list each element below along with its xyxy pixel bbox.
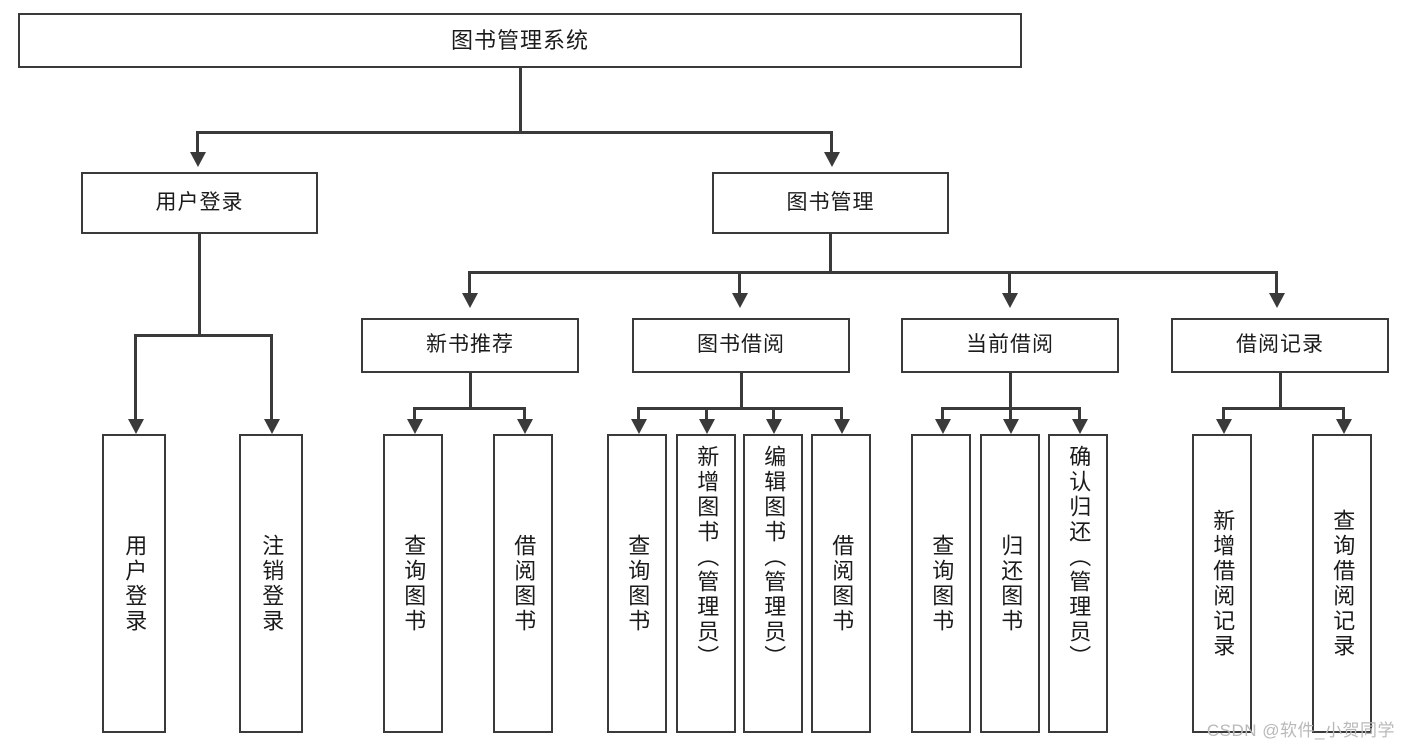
node-label: 查询图书: [929, 533, 955, 634]
leaf-book-borrow-add-book[interactable]: 新增图书（管理员）: [676, 434, 736, 733]
leaf-current-borrow-return-book[interactable]: 归还图书: [980, 434, 1040, 733]
node-label: 编辑图书（管理员）: [761, 445, 787, 670]
arrow-book-borrow-leaf-4: [834, 419, 850, 434]
leaf-borrow-record-query-record[interactable]: 查询借阅记录: [1312, 434, 1372, 733]
connector-book-manage-child-1: [468, 271, 471, 294]
connector-book-manage-child-4: [1275, 271, 1278, 294]
connector-book-borrow-stem: [740, 373, 743, 408]
connector-new-book-leaf-2: [523, 407, 526, 421]
leaf-current-borrow-query-book[interactable]: 查询图书: [911, 434, 971, 733]
arrow-root-to-user-login: [190, 152, 206, 167]
connector-book-manage-child-2: [738, 271, 741, 294]
arrow-new-book-leaf-1: [407, 419, 423, 434]
arrow-user-login-leaf-2: [264, 419, 280, 434]
connector-new-book-leaf-1: [413, 407, 416, 421]
arrow-root-to-book-manage: [824, 152, 840, 167]
node-label: 用户登录: [155, 190, 244, 214]
node-current-borrow[interactable]: 当前借阅: [901, 318, 1119, 373]
leaf-current-borrow-confirm-return[interactable]: 确认归还（管理员）: [1048, 434, 1108, 733]
arrow-current-borrow-leaf-1: [935, 419, 951, 434]
connector-root-to-book-manage: [830, 131, 833, 153]
node-label: 借阅记录: [1236, 333, 1324, 357]
leaf-new-book-borrow-book[interactable]: 借阅图书: [493, 434, 553, 733]
arrow-current-borrow-leaf-2: [1003, 419, 1019, 434]
node-label: 新书推荐: [426, 333, 514, 357]
connector-new-book-bus: [413, 407, 525, 410]
node-user-login[interactable]: 用户登录: [81, 172, 318, 234]
connector-current-borrow-leaf-3: [1078, 407, 1081, 421]
node-label: 查询图书: [401, 533, 427, 634]
arrow-user-login-leaf-1: [128, 419, 144, 434]
connector-book-borrow-leaf-3: [772, 407, 775, 421]
node-label: 图书管理: [786, 190, 875, 214]
connector-new-book-stem: [469, 373, 472, 408]
connector-borrow-record-bus: [1222, 407, 1344, 410]
arrow-book-manage-child-4: [1269, 293, 1285, 308]
node-borrow-record[interactable]: 借阅记录: [1171, 318, 1389, 373]
connector-borrow-record-stem: [1279, 373, 1282, 408]
connector-user-login-leaf-1: [134, 334, 137, 420]
connector-user-login-leaf-2: [270, 334, 273, 420]
node-book-borrow[interactable]: 图书借阅: [632, 318, 850, 373]
leaf-user-login-logout[interactable]: 注销登录: [239, 434, 303, 733]
connector-book-borrow-leaf-4: [840, 407, 843, 421]
arrow-book-borrow-leaf-3: [766, 419, 782, 434]
connector-borrow-record-leaf-1: [1222, 407, 1225, 421]
arrow-new-book-leaf-2: [517, 419, 533, 434]
node-label: 当前借阅: [966, 333, 1054, 357]
leaf-new-book-query-book[interactable]: 查询图书: [383, 434, 443, 733]
leaf-borrow-record-add-record[interactable]: 新增借阅记录: [1192, 434, 1252, 733]
node-label: 注销登录: [259, 533, 285, 634]
node-new-book-recommend[interactable]: 新书推荐: [361, 318, 579, 373]
leaf-book-borrow-borrow-book[interactable]: 借阅图书: [811, 434, 871, 733]
arrow-book-manage-child-3: [1002, 293, 1018, 308]
arrow-book-manage-child-2: [732, 293, 748, 308]
connector-user-login-stem: [198, 234, 201, 335]
leaf-user-login-login[interactable]: 用户登录: [102, 434, 166, 733]
connector-current-borrow-leaf-1: [941, 407, 944, 421]
connector-root-bus: [196, 131, 832, 134]
node-label: 新增借阅记录: [1210, 508, 1236, 659]
connector-root-stem: [519, 68, 522, 132]
node-label: 借阅图书: [511, 533, 537, 634]
connector-book-borrow-leaf-2: [705, 407, 708, 421]
node-label: 图书借阅: [697, 333, 785, 357]
node-label: 归还图书: [998, 533, 1024, 634]
arrow-book-manage-child-1: [462, 293, 478, 308]
connector-root-to-user-login: [196, 131, 199, 153]
arrow-current-borrow-leaf-3: [1072, 419, 1088, 434]
connector-current-borrow-stem: [1009, 373, 1012, 408]
node-root-system[interactable]: 图书管理系统: [18, 13, 1022, 68]
node-label: 查询借阅记录: [1330, 508, 1356, 659]
connector-book-borrow-leaf-1: [637, 407, 640, 421]
arrow-borrow-record-leaf-1: [1216, 419, 1232, 434]
node-label: 借阅图书: [829, 533, 855, 634]
arrow-book-borrow-leaf-2: [699, 419, 715, 434]
leaf-book-borrow-edit-book[interactable]: 编辑图书（管理员）: [743, 434, 803, 733]
connector-book-manage-bus: [468, 271, 1277, 274]
arrow-book-borrow-leaf-1: [631, 419, 647, 434]
connector-current-borrow-leaf-2: [1009, 407, 1012, 421]
node-label: 查询图书: [625, 533, 651, 634]
node-label: 确认归还（管理员）: [1066, 445, 1092, 670]
node-book-management[interactable]: 图书管理: [712, 172, 949, 234]
connector-book-manage-stem: [829, 234, 832, 272]
connector-user-login-bus: [134, 334, 272, 337]
node-label: 用户登录: [122, 533, 148, 634]
connector-borrow-record-leaf-2: [1342, 407, 1345, 421]
node-label: 新增图书（管理员）: [694, 445, 720, 670]
connector-book-borrow-bus: [637, 407, 843, 410]
leaf-book-borrow-query-book[interactable]: 查询图书: [607, 434, 667, 733]
connector-book-manage-child-3: [1008, 271, 1011, 294]
node-label: 图书管理系统: [450, 27, 589, 53]
arrow-borrow-record-leaf-2: [1336, 419, 1352, 434]
